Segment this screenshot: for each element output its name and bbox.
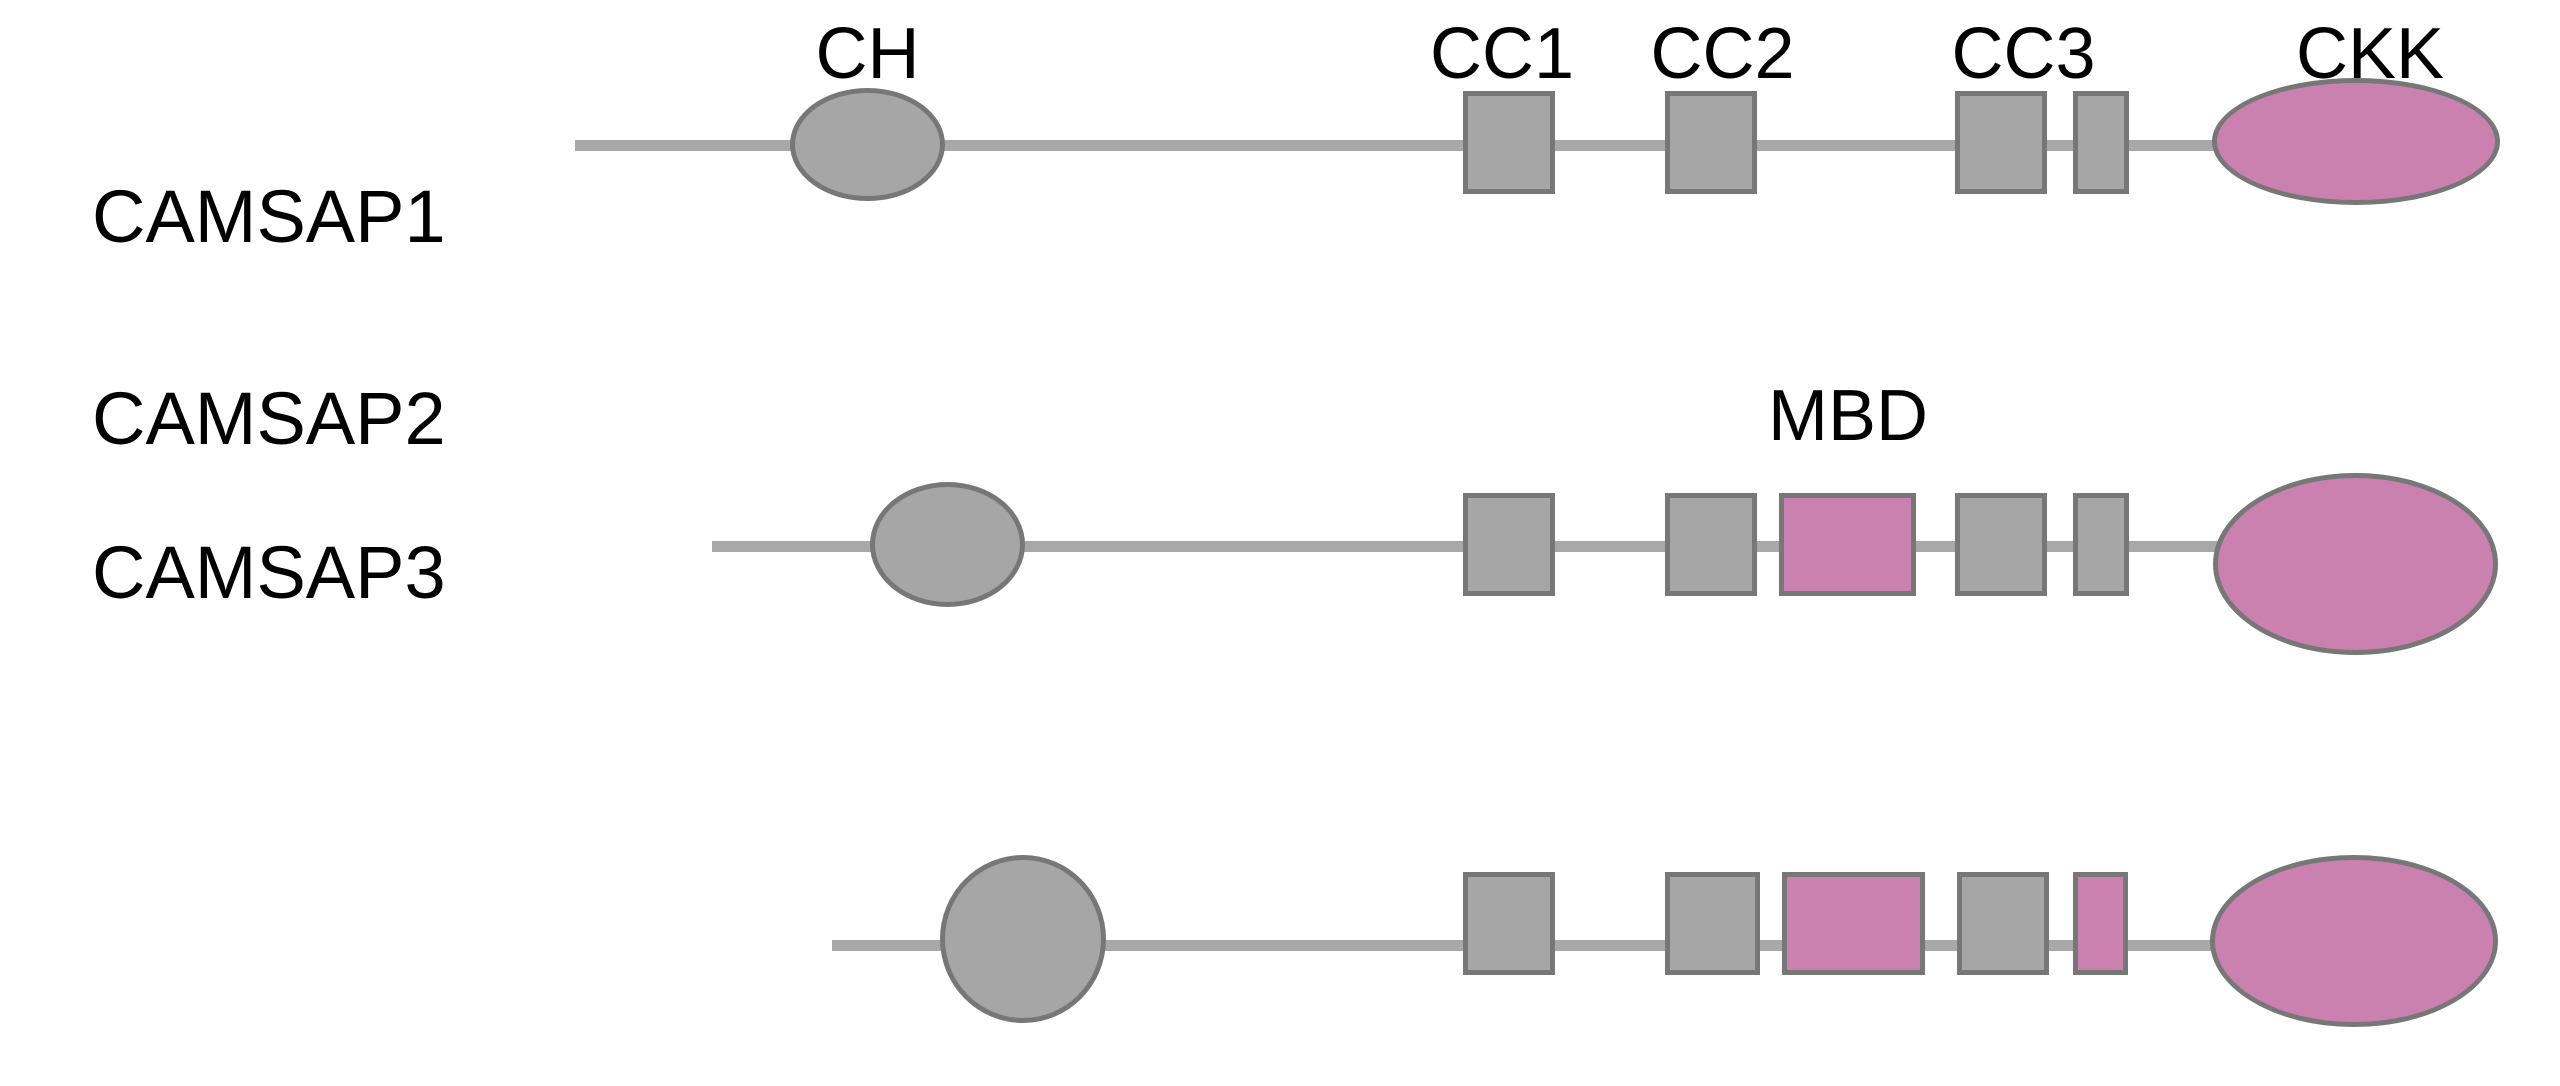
domain-ch-camsap1 [790, 88, 945, 201]
protein-label-camsap2: CAMSAP2 [92, 377, 446, 460]
domain-cc2-camsap2 [1665, 493, 1757, 596]
domain-ckk-camsap3 [2210, 855, 2498, 1027]
protein-label-camsap1: CAMSAP1 [92, 175, 446, 258]
domain-mbd-camsap2 [1779, 493, 1916, 596]
domain-cc1-camsap3 [1463, 872, 1555, 975]
domain-label-cc3: CC3 [1951, 14, 2096, 94]
domain-cc2-camsap3 [1665, 872, 1760, 975]
domain-ch-camsap2 [870, 482, 1025, 607]
domain-cc3-camsap2 [1955, 493, 2047, 596]
domain-label-ch: CH [815, 14, 920, 94]
domain-cc3-camsap1 [1955, 91, 2047, 194]
backbone-line-camsap1 [575, 140, 2265, 151]
domain-cc1-camsap2 [1463, 493, 1555, 596]
domain-label-cc1: CC1 [1429, 14, 1575, 94]
domain-cc2-camsap1 [1665, 91, 1757, 194]
domain-cc3b-camsap2 [2073, 493, 2129, 596]
domain-mbd-camsap3 [1782, 872, 1925, 975]
domain-ch-camsap3 [940, 855, 1106, 1023]
domain-label-mbd: MBD [1768, 376, 1928, 456]
protein-label-camsap3: CAMSAP3 [92, 531, 446, 614]
domain-ckk-camsap1 [2212, 78, 2500, 205]
domain-cc3-camsap3 [1957, 872, 2049, 975]
domain-ckk-camsap2 [2213, 473, 2498, 655]
domain-cc1-camsap1 [1463, 91, 1555, 194]
domain-cc3b-camsap3 [2073, 872, 2128, 975]
domain-cc3b-camsap1 [2073, 91, 2129, 194]
domain-label-cc2: CC2 [1650, 14, 1795, 94]
